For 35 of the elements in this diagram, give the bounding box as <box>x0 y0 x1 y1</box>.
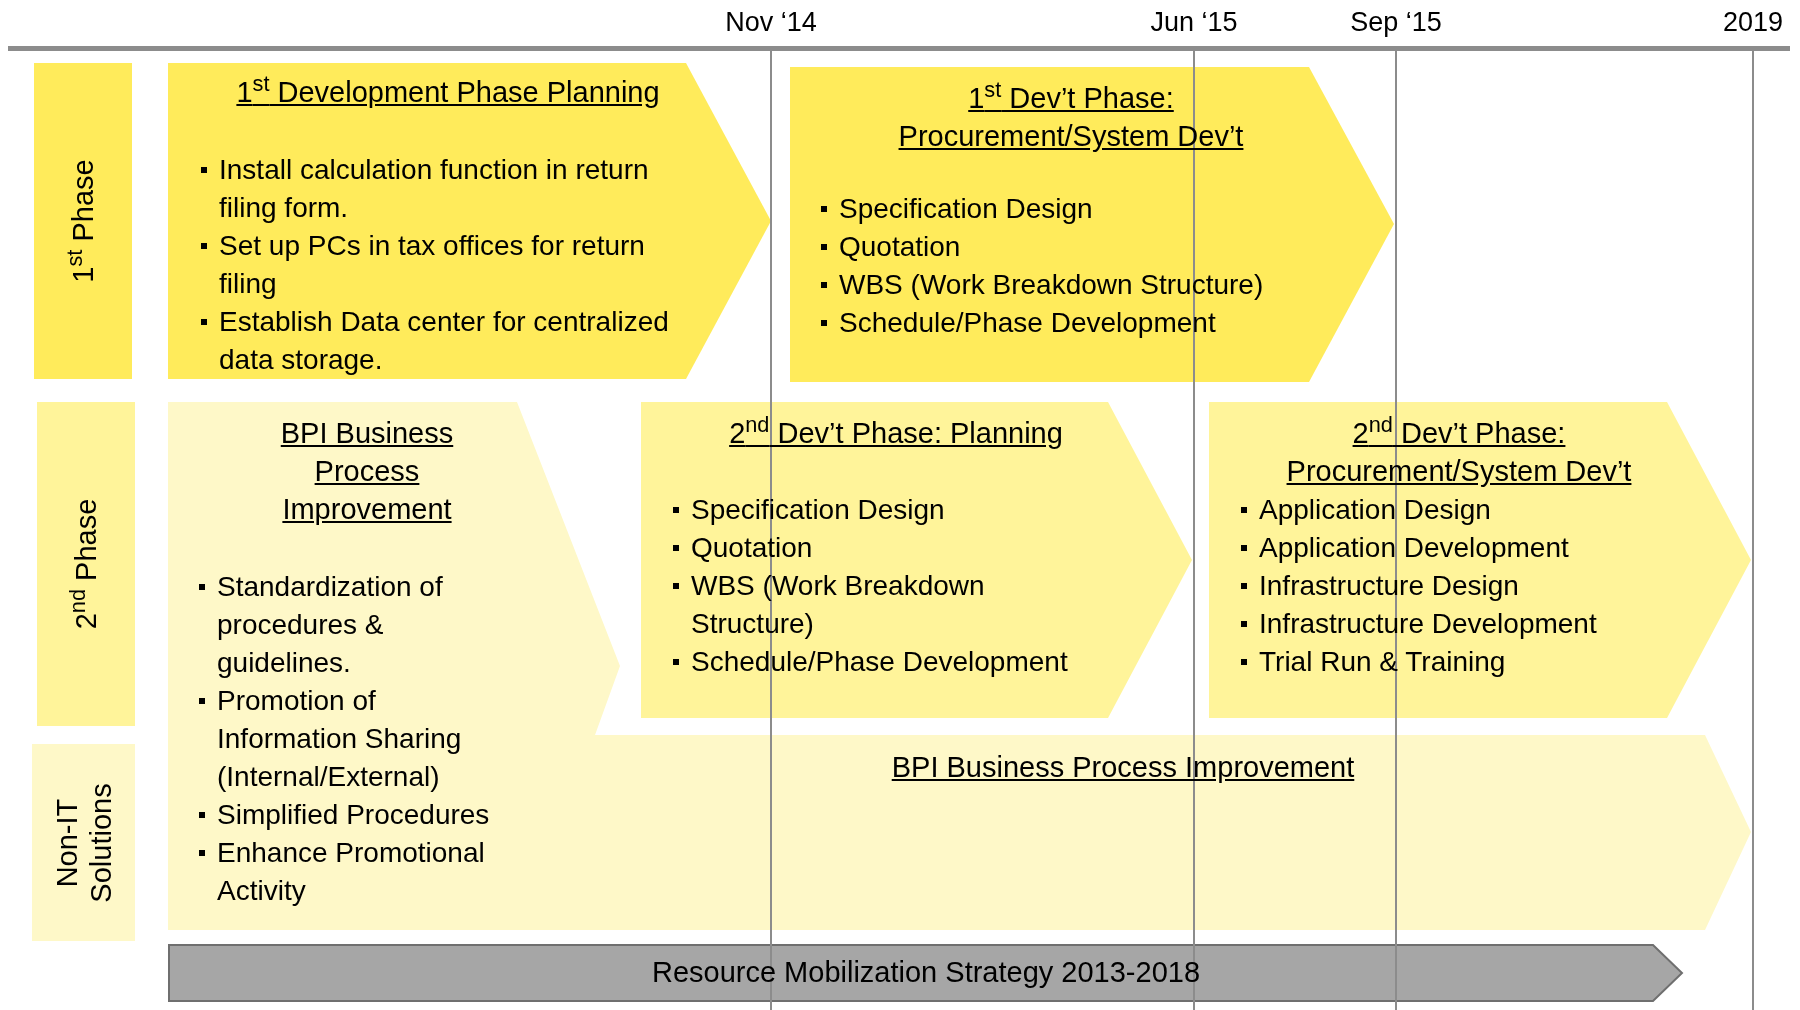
bullet-item: Infrastructure Design <box>1259 569 1519 603</box>
bullet-item: WBS (Work Breakdown Structure) <box>839 268 1264 302</box>
phase-band <box>32 744 135 941</box>
bullet-item: Quotation <box>691 531 813 565</box>
bullet-item: Trial Run & Training <box>1259 645 1506 679</box>
timeline-date: Jun ‘15 <box>1150 6 1238 38</box>
phase-heading: 2$^{nd}$ Dev’t Phase: Procurement/System Dev’t <box>1285 414 1633 489</box>
bullet-item: Infrastructure Development <box>1259 607 1597 641</box>
bullet-item: Application Design <box>1259 493 1491 527</box>
bullet-item: Standardization of procedures & guidelines. <box>217 570 444 680</box>
timeline-date: 2019 <box>1722 6 1784 38</box>
bullet-item: Simplified Procedures <box>217 798 490 832</box>
phase-band <box>37 402 135 726</box>
phase-heading: BPI Business Process Improvement <box>279 416 455 527</box>
phase-heading: BPI Business Process Improvement <box>890 750 1356 785</box>
bar-label: Resource Mobilization Strategy 2013-2018 <box>651 955 1201 991</box>
phase-heading: 1$^{st}$ Dev’t Phase: Procurement/System Dev’t <box>897 79 1245 154</box>
phase-heading: 1$^{st}$ Development Phase Planning <box>235 73 661 110</box>
bullet-item: Promotion of Information Sharing (Internal/External) <box>217 684 463 794</box>
bullet-item: Schedule/Phase Development <box>691 645 1068 679</box>
bullet-item: Specification Design <box>691 493 945 527</box>
bullet-item: WBS (Work Breakdown Structure) <box>691 569 986 641</box>
timeline-date: Nov ‘14 <box>725 6 817 38</box>
bullet-item: Schedule/Phase Development <box>839 306 1216 340</box>
phase-band <box>34 63 132 379</box>
timeline-date: Sep ‘15 <box>1350 6 1442 38</box>
phase-label: Non-IT Solutions <box>49 781 118 905</box>
bullet-item: Specification Design <box>839 192 1093 226</box>
bullet-item: Establish Data center for centralized data storage. <box>219 305 670 377</box>
bullet-item: Enhance Promotional Activity <box>217 836 486 908</box>
bullet-item: Install calculation function in return filing form. <box>219 153 650 225</box>
phase-heading: 2$^{nd}$ Dev’t Phase: Planning <box>728 414 1064 451</box>
bullet-item: Set up PCs in tax offices for return filing <box>219 229 646 301</box>
bullet-item: Application Development <box>1259 531 1569 565</box>
bullet-item: Quotation <box>839 230 961 264</box>
